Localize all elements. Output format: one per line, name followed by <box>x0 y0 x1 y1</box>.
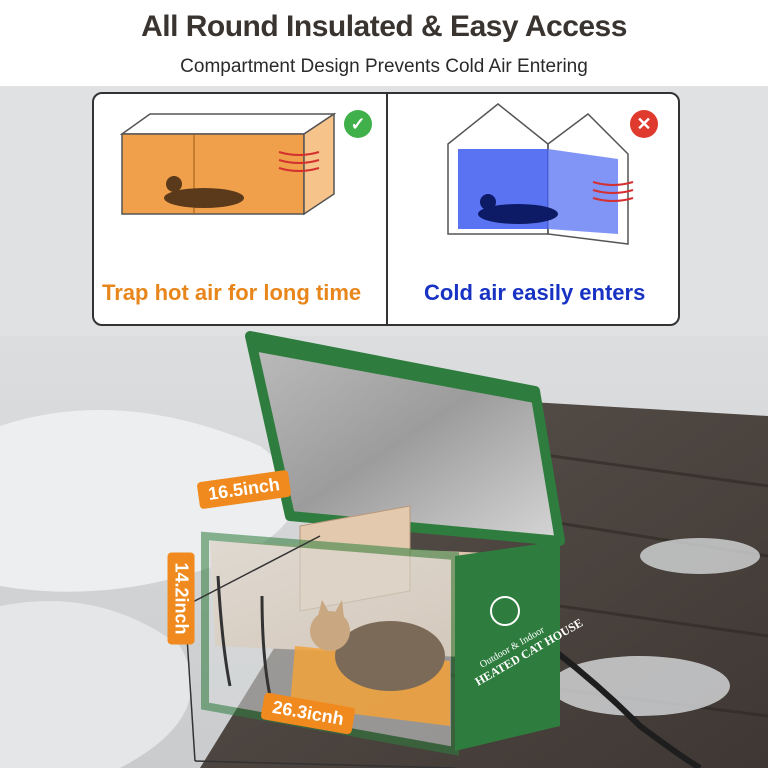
cross-icon: ✕ <box>630 110 658 138</box>
dimension-height-label: 14.2inch <box>167 552 195 645</box>
warm-box-illustration <box>119 112 337 216</box>
header: All Round Insulated & Easy Access Compar… <box>0 0 768 86</box>
cold-caption: Cold air easily enters <box>424 280 646 305</box>
comparison-card: ✓ Trap hot air for long time ✕ Cold air … <box>92 92 680 326</box>
cold-house-illustration <box>447 103 634 245</box>
page-subtitle: Compartment Design Prevents Cold Air Ent… <box>180 56 588 77</box>
page-title: All Round Insulated & Easy Access <box>141 10 627 43</box>
panel-divider <box>386 94 388 324</box>
check-icon: ✓ <box>344 110 372 138</box>
warm-caption: Trap hot air for long time <box>102 280 362 305</box>
